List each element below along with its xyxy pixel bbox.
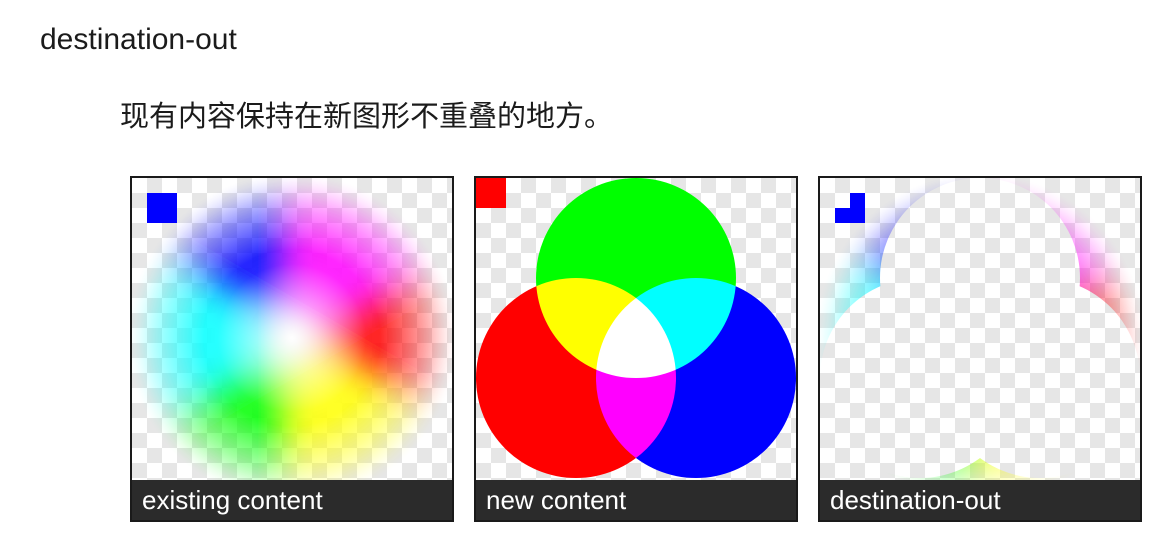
destination-out-panel: destination-out [818,176,1142,522]
panel-caption: new content [476,480,796,520]
destination-out-image [820,178,1140,498]
new-content-panel: new content [474,176,798,522]
red-square [476,178,506,208]
panel-caption: existing content [132,480,452,520]
term-heading: destination-out [40,23,237,56]
blue-circle [596,278,796,478]
blue-square [147,193,177,223]
panel-caption: destination-out [820,480,1140,520]
existing-content-panel: existing content [130,176,454,522]
term-description: 现有内容保持在新图形不重叠的地方。 [120,99,614,133]
existing-content-image [132,178,452,498]
blue-square-cutout [835,193,865,223]
new-content-image [476,178,796,478]
